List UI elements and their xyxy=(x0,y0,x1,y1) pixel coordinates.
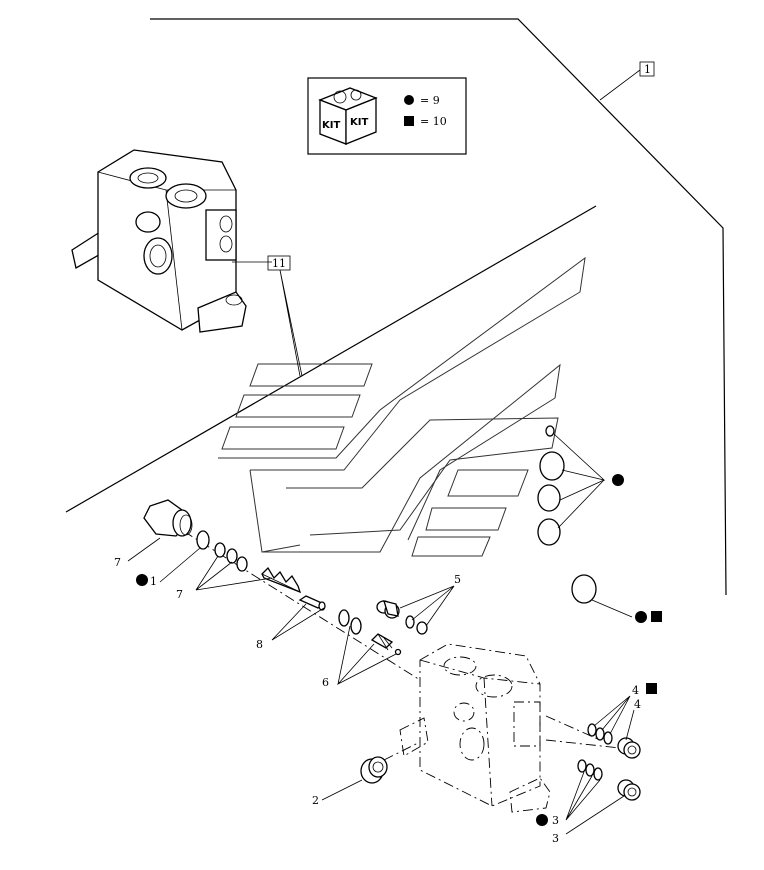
legend-square-text: = 10 xyxy=(420,115,447,128)
callout-oring-plug: 1 xyxy=(150,575,157,588)
kit-circle-marker-oring xyxy=(612,474,624,486)
callout-plug-large: 7 xyxy=(114,556,121,569)
plug-oring xyxy=(196,530,210,550)
plug-small-oring xyxy=(405,615,415,629)
callout-box-assembly xyxy=(639,61,655,77)
kit-circle-marker-single xyxy=(635,611,647,623)
plug-bottom-leader xyxy=(321,779,363,801)
legend-square-icon xyxy=(404,116,414,126)
spool xyxy=(370,633,394,651)
legend-circle-text: = 9 xyxy=(420,94,440,107)
spring-set-leader xyxy=(195,555,273,591)
seal-set-right-top xyxy=(587,723,613,745)
pin xyxy=(298,595,326,611)
watermark-logo xyxy=(218,256,586,557)
callout-plug-small: 5 xyxy=(454,573,461,586)
callout-assembly: 1 xyxy=(644,63,651,76)
spool-ring-b xyxy=(350,617,362,635)
plug-small-seal xyxy=(416,621,428,635)
callout-pin: 8 xyxy=(256,638,263,651)
kit-label-left: KIT xyxy=(322,120,340,131)
valve-body-leader-split xyxy=(279,269,303,377)
callout-valve-body: 11 xyxy=(272,257,286,270)
oring-single xyxy=(571,574,662,623)
callout-seal-right-top: 4 xyxy=(632,684,639,697)
plug-large xyxy=(143,499,193,537)
spool-ring-a xyxy=(338,609,350,627)
callout-spool-set: 6 xyxy=(322,676,329,689)
valve-body-upper xyxy=(71,149,247,333)
kit-label-right: KIT xyxy=(350,117,368,128)
assembly-boundary-line xyxy=(150,18,727,596)
kit-box-icon: KIT KIT xyxy=(318,87,378,145)
kit-circle-marker-seal xyxy=(536,814,548,826)
plug-bottom xyxy=(360,756,388,784)
plug-oring-leader xyxy=(159,547,201,583)
callout-plug-bottom: 2 xyxy=(312,794,319,807)
plug-small xyxy=(376,600,400,619)
seal-right-top-leader xyxy=(593,695,631,735)
spool-set-leader xyxy=(337,625,397,686)
kit-legend: KIT KIT = 9 = 10 xyxy=(307,77,467,155)
section-divider-line xyxy=(65,205,597,513)
plug-right-top xyxy=(617,737,641,759)
kit-circle-marker-plug-oring xyxy=(136,574,148,586)
seal-small-a xyxy=(214,542,226,558)
plug-large-leader xyxy=(127,537,161,562)
callout-seal-right-bottom: 3 xyxy=(552,814,559,827)
seal-small-b xyxy=(226,548,238,564)
kit-square-marker-single xyxy=(651,611,662,622)
seal-set-right-bottom xyxy=(577,759,603,781)
oring-group-right xyxy=(537,425,624,546)
plug-right-bottom xyxy=(617,779,641,801)
spring xyxy=(261,566,302,594)
callout-box-valve-body xyxy=(267,255,291,271)
valve-body-lower xyxy=(383,643,621,813)
spool-ball xyxy=(394,648,402,656)
seal-right-bottom-leader xyxy=(565,771,601,821)
callout-plug-right-top: 4 xyxy=(634,698,641,711)
kit-legend-frame xyxy=(307,77,467,155)
callout-plug-right-bottom: 3 xyxy=(552,832,559,845)
exploded-axis-left xyxy=(149,509,421,681)
pin-leader xyxy=(271,603,325,641)
seal-small-c xyxy=(236,556,248,572)
legend-circle-icon xyxy=(404,95,414,105)
plug-right-top-leader xyxy=(625,709,635,741)
plug-right-bottom-leader xyxy=(565,795,625,835)
kit-square-marker-seal xyxy=(646,683,657,694)
plug-small-leader xyxy=(399,585,455,627)
callout-spring-set: 7 xyxy=(176,588,183,601)
assembly-leader xyxy=(599,69,641,101)
